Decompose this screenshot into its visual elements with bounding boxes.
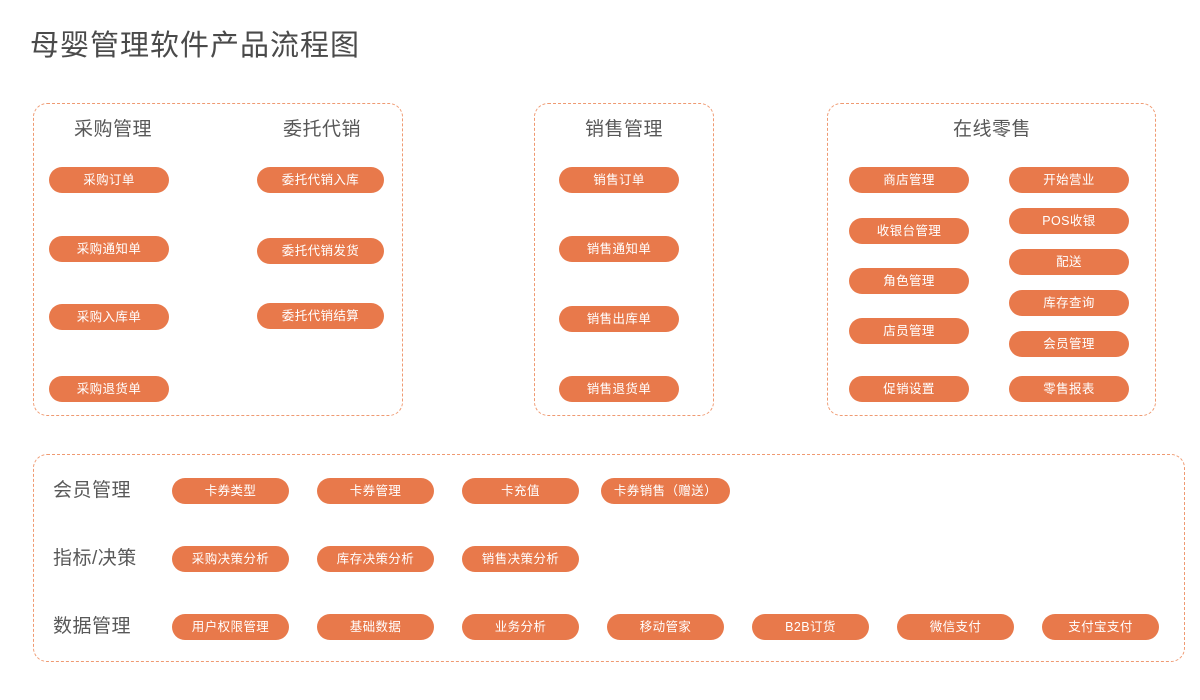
pill-b2b-ordering[interactable]: B2B订货	[752, 614, 869, 640]
panel-sales	[534, 103, 714, 416]
pill-cashier-desk-management[interactable]: 收银台管理	[849, 218, 969, 244]
pill-pos-cashier[interactable]: POS收银	[1009, 208, 1129, 234]
pill-purchase-decision-analysis[interactable]: 采购决策分析	[172, 546, 289, 572]
pill-purchase-order[interactable]: 采购订单	[49, 167, 169, 193]
pill-clerk-management[interactable]: 店员管理	[849, 318, 969, 344]
pill-sales-return[interactable]: 销售退货单	[559, 376, 679, 402]
pill-mobile-butler[interactable]: 移动管家	[607, 614, 724, 640]
pill-purchase-inbound[interactable]: 采购入库单	[49, 304, 169, 330]
pill-member-management-retail[interactable]: 会员管理	[1009, 331, 1129, 357]
panel-retail	[827, 103, 1156, 416]
panel-platform-services	[33, 454, 1185, 662]
pill-promotion-settings[interactable]: 促销设置	[849, 376, 969, 402]
group-title-sales-management: 销售管理	[584, 119, 663, 140]
pill-card-recharge[interactable]: 卡充值	[462, 478, 579, 504]
pill-retail-report[interactable]: 零售报表	[1009, 376, 1129, 402]
pill-role-management[interactable]: 角色管理	[849, 268, 969, 294]
pill-sales-notice[interactable]: 销售通知单	[559, 236, 679, 262]
pill-purchase-return[interactable]: 采购退货单	[49, 376, 169, 402]
pill-wechat-pay[interactable]: 微信支付	[897, 614, 1014, 640]
row-label-member-management: 会员管理	[53, 480, 132, 501]
pill-inventory-decision-analysis[interactable]: 库存决策分析	[317, 546, 434, 572]
pill-alipay-pay[interactable]: 支付宝支付	[1042, 614, 1159, 640]
pill-sales-outbound[interactable]: 销售出库单	[559, 306, 679, 332]
pill-basic-data[interactable]: 基础数据	[317, 614, 434, 640]
pill-purchase-notice[interactable]: 采购通知单	[49, 236, 169, 262]
pill-card-type[interactable]: 卡券类型	[172, 478, 289, 504]
pill-start-business[interactable]: 开始营业	[1009, 167, 1129, 193]
pill-inventory-query[interactable]: 库存查询	[1009, 290, 1129, 316]
page-title: 母婴管理软件产品流程图	[30, 30, 361, 62]
group-title-purchase-management: 采购管理	[73, 119, 152, 140]
pill-consignment-shipment[interactable]: 委托代销发货	[257, 238, 384, 264]
row-label-metrics-decision: 指标/决策	[53, 548, 137, 569]
pill-sales-order[interactable]: 销售订单	[559, 167, 679, 193]
pill-consignment-inbound[interactable]: 委托代销入库	[257, 167, 384, 193]
pill-consignment-settlement[interactable]: 委托代销结算	[257, 303, 384, 329]
pill-user-permission-management[interactable]: 用户权限管理	[172, 614, 289, 640]
pill-card-management[interactable]: 卡券管理	[317, 478, 434, 504]
group-title-consignment: 委托代销	[282, 119, 361, 140]
panel-purchasing	[33, 103, 403, 416]
pill-delivery[interactable]: 配送	[1009, 249, 1129, 275]
pill-sales-decision-analysis[interactable]: 销售决策分析	[462, 546, 579, 572]
pill-card-sale-gift[interactable]: 卡券销售（赠送）	[601, 478, 730, 504]
pill-store-management[interactable]: 商店管理	[849, 167, 969, 193]
pill-business-analysis[interactable]: 业务分析	[462, 614, 579, 640]
group-title-online-retail: 在线零售	[952, 119, 1031, 140]
row-label-data-management: 数据管理	[53, 616, 132, 637]
